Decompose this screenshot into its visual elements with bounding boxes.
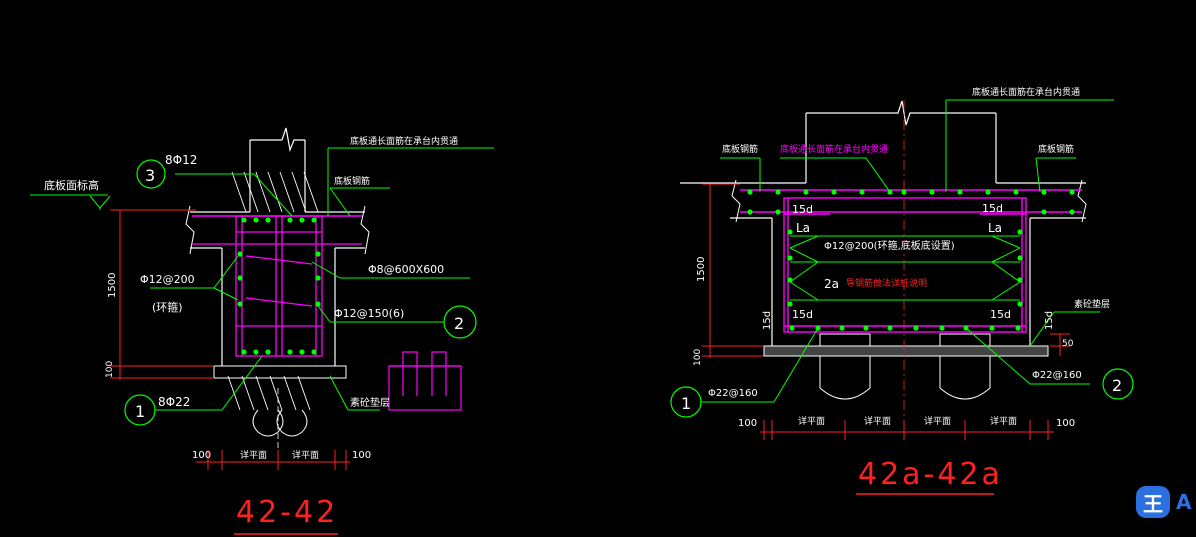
right-label-la-r: La [988, 221, 1002, 235]
right-label-15d-tl: 15d [792, 203, 813, 216]
right-label-phi22-l: Φ22@160 [708, 388, 758, 399]
right-label-through2: 底板通长面筋在承台内贯通 [780, 143, 888, 155]
ime-toolbar[interactable]: 王 A [1136, 486, 1196, 518]
right-callout-2-text: 2 [1112, 376, 1122, 395]
right-dim-100-r: 100 [1056, 418, 1075, 429]
left-dim-100-l: 100 [192, 450, 211, 461]
ime-icon[interactable]: 王 [1136, 486, 1170, 518]
left-dim-100-r: 100 [352, 450, 371, 461]
right-slab-break [731, 179, 1087, 223]
right-label-2a: 2a [824, 277, 839, 291]
left-dim-see-plan-1: 详平面 [240, 449, 267, 461]
left-horizontal-dim [196, 450, 350, 470]
right-vertical-dim [702, 183, 1070, 358]
right-label-ring: Φ12@200(环箍,底板底设置) [824, 239, 955, 252]
right-label-phi22-r: Φ22@160 [1032, 370, 1082, 381]
right-leaders [700, 99, 1114, 403]
right-dim-see-plan-2: 详平面 [864, 415, 891, 427]
right-rebar-dots [747, 189, 1075, 331]
left-column-outline [190, 127, 365, 366]
left-vertical-dim [110, 209, 214, 380]
left-label-cushion: 素砼垫层 [350, 396, 390, 409]
left-callout-1 [124, 394, 156, 426]
right-label-through: 底板通长面筋在承台内贯通 [972, 86, 1080, 98]
right-dim-100-l: 100 [738, 418, 757, 429]
right-dim-100-v: 100 [693, 349, 703, 366]
right-label-2a-note: 导钢筋做法详桩说明 [846, 277, 927, 289]
right-label-15d-bl: 15d [792, 308, 813, 321]
right-label-15d-vr: 15d [1044, 311, 1055, 330]
right-callout-1-text: 1 [681, 394, 691, 413]
left-rebar-dots [237, 217, 321, 355]
left-slab-break [185, 205, 370, 255]
right-dim-50: 50 [1062, 339, 1074, 349]
left-callout-1-text: 1 [135, 402, 145, 421]
right-section: 底板通长面筋在承台内贯通 底板钢筋 底板通长面筋在承台内贯通 底板钢筋 15d … [670, 86, 1134, 495]
right-dim-see-plan-4: 详平面 [990, 415, 1017, 427]
left-dim-see-plan-2: 详平面 [292, 449, 319, 461]
left-callout-3-text: 3 [145, 166, 155, 185]
left-callout-2-text: 2 [454, 314, 464, 333]
right-cushion-layer [763, 345, 1049, 357]
left-label-slab-rebar: 底板钢筋 [334, 175, 370, 187]
right-label-cushion: 素砼垫层 [1074, 298, 1110, 310]
right-piles [819, 333, 991, 400]
left-label-floor-elev: 底板面标高 [44, 178, 99, 192]
right-label-slab-rebar-l: 底板钢筋 [722, 143, 758, 155]
right-callout-1 [670, 386, 702, 418]
right-ring-bars [789, 235, 1021, 301]
left-label-phi8: Φ8@600X600 [368, 263, 444, 276]
left-section: 底板面标高 8Φ12 底板通长面筋在承台内贯通 底板钢筋 Φ12@200 (环箍… [30, 127, 494, 535]
left-leaders [30, 147, 494, 411]
right-callout-circles [670, 368, 1134, 418]
left-dim-1500: 1500 [107, 273, 118, 298]
left-pile [252, 409, 308, 437]
left-section-title: 42-42 [236, 495, 338, 530]
ime-mode-letter[interactable]: A [1176, 490, 1192, 514]
right-label-15d-vl: 15d [762, 311, 773, 330]
left-label-ring: Φ12@200 [140, 273, 195, 286]
right-structure-outline [680, 100, 1086, 346]
right-dim-1500: 1500 [696, 257, 707, 282]
right-label-la-l: La [796, 221, 810, 235]
left-dim-100-v: 100 [105, 361, 115, 378]
right-dim-see-plan-1: 详平面 [798, 415, 825, 427]
left-rebar-cage [235, 215, 323, 357]
right-callout-2 [1102, 368, 1134, 400]
left-label-8phi12: 8Φ12 [165, 153, 197, 167]
left-label-ring2: (环箍) [152, 300, 183, 314]
right-label-15d-br: 15d [990, 308, 1011, 321]
right-label-slab-rebar-r: 底板钢筋 [1038, 143, 1074, 155]
left-label-phi12-150: Φ12@150(6) [334, 307, 404, 320]
left-callout-2 [443, 305, 477, 339]
left-label-8phi22: 8Φ22 [158, 395, 190, 409]
right-horizontal-dim [760, 420, 1054, 440]
right-section-title: 42a-42a [858, 457, 1003, 492]
right-dim-see-plan-3: 详平面 [924, 415, 951, 427]
left-callout-circles [124, 159, 477, 426]
left-side-detail [388, 351, 462, 411]
right-rebar-cage [740, 189, 1082, 333]
left-cushion-layer [213, 365, 347, 379]
left-label-through: 底板通长面筋在承台内贯通 [350, 135, 458, 147]
right-label-15d-tr: 15d [982, 202, 1003, 215]
left-callout-3 [136, 159, 166, 189]
